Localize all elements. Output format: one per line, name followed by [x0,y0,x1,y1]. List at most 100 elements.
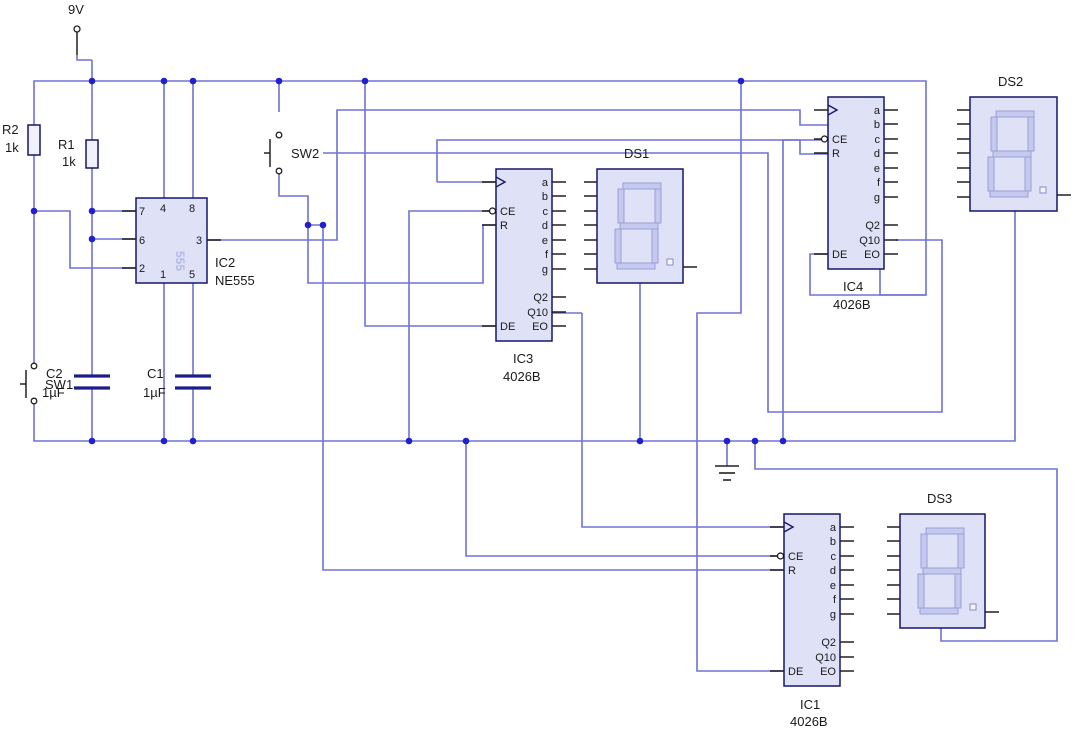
pin-label-output: Q10 [859,235,880,247]
pin-label-output: Q2 [821,637,836,649]
junction-dot [160,437,168,445]
pin-label-segment: e [830,580,836,592]
capacitor-c2: C2 1µF [42,366,110,400]
pin-label-segment: f [545,249,549,261]
pin-label-output: Q2 [533,292,548,304]
pin-label-ce: CE [500,206,515,218]
junction-dot [88,207,96,215]
display-segment [919,607,959,615]
ic2-pin-label: 7 [139,206,145,218]
pin-label-output: EO [820,666,836,678]
pin-label-segment: c [831,551,837,563]
switch-sw1-ref: SW1 [45,377,73,392]
junction-dot [751,437,759,445]
pin-label-output: EO [864,249,880,261]
capacitor-c2-value: 1µF [42,385,65,400]
display-segment [617,188,625,224]
decimal-point [666,258,674,266]
capacitor-c2-ref: C2 [46,366,63,381]
display-segment [920,533,928,569]
capacitor-c1-ref: C1 [147,366,164,381]
pin-label-segment: a [542,177,549,189]
display-segment [651,228,659,264]
display-segment [1027,116,1035,152]
display-ds2: DS2 [957,74,1071,212]
pin-label-segment: d [830,565,836,577]
display-segment [616,262,656,270]
ic2-pin-label: 6 [139,235,145,247]
counter-ref: IC1 [800,697,820,712]
decimal-point [969,603,977,611]
resistor-r2: R2 1k [2,122,41,156]
display-segment [619,222,659,230]
display-segment [1024,156,1032,192]
resistor-r1: R1 1k [58,137,99,169]
display-segment [992,150,1032,158]
display-segment [990,116,998,152]
ic2-part: NE555 [215,273,255,288]
pin-label-segment: g [542,264,548,276]
junction-dot [88,235,96,243]
junction-dot [319,221,327,229]
pin-label-segment: b [830,536,836,548]
display-segment [954,573,962,609]
supply-9v: 9V [68,2,84,33]
ic2-ref: IC2 [215,255,235,270]
junction-dot [737,77,745,85]
pin-label-output: Q2 [865,220,880,232]
pin-label-segment: g [830,609,836,621]
counter-body [783,513,841,687]
ground-symbol [715,465,739,481]
supply-label: 9V [68,2,84,17]
inversion-bubble [488,207,497,215]
junction-dot [189,77,197,85]
junction-dot [723,437,731,445]
capacitor-c1-value: 1µF [143,385,166,400]
junction-dot [304,221,312,229]
pin-label-r: R [788,565,796,577]
clock-input-marker [783,521,795,533]
counter-part: 4026B [503,369,541,384]
pin-label-segment: g [874,192,880,204]
junctions [30,77,787,445]
display-ds1: DS1 [584,146,697,284]
display-segment [917,573,925,609]
junction-dot [636,437,644,445]
ic2-body-mark: 555 [173,251,187,271]
ic2-pin-label: 3 [196,235,202,247]
junction-dot [30,207,38,215]
inversion-bubble [820,135,829,143]
resistor-r2-ref: R2 [2,122,19,137]
clock-input-marker [495,176,507,188]
pin-label-segment: d [542,220,548,232]
pin-label-segment: a [830,522,837,534]
pin-label-segment: b [542,191,548,203]
pin-label-segment: f [833,594,837,606]
display-segment [622,182,662,190]
counter-body [495,168,553,342]
resistor-r1-ref: R1 [58,137,75,152]
junction-dot [405,437,413,445]
display-ref: DS2 [998,74,1023,89]
ic2-pin-label: 4 [160,203,166,215]
pin-label-segment: f [877,177,881,189]
pin-label-r: R [500,220,508,232]
pin-label-segment: a [874,105,881,117]
junction-dot [160,77,168,85]
clock-input-marker [827,104,839,116]
ic-ne555: 4 8 7 6 2 3 1 5 555 IC2 NE555 [122,197,255,288]
display-segment [957,533,965,569]
switch-sw2-ref: SW2 [291,146,319,161]
display-segment [925,527,965,535]
junction-dot [88,77,96,85]
junction-dot [361,77,369,85]
display-segment [995,110,1035,118]
pin-label-segment: c [543,206,549,218]
pin-label-segment: b [874,119,880,131]
display-segment [987,156,995,192]
counter-ics: CERDEabcdefgQ2Q10EOIC34026BCERDEabcdefgQ… [482,96,898,729]
